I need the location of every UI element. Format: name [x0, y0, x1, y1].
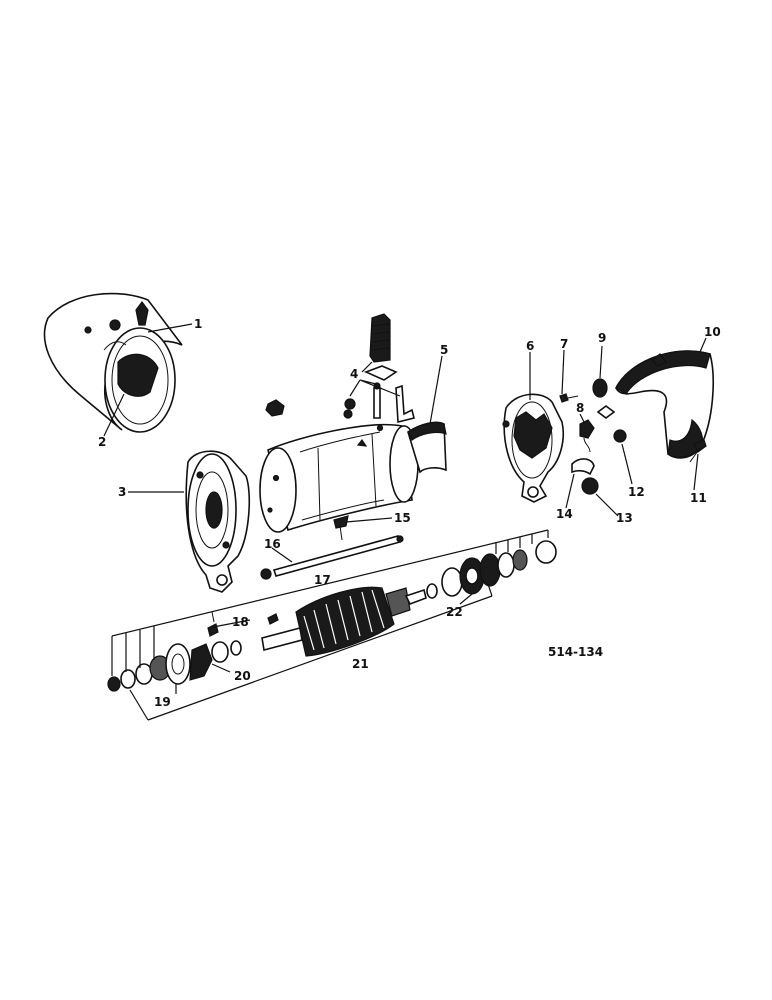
- callout-20: 20: [234, 669, 251, 683]
- callout-1: 1: [194, 317, 202, 331]
- part-through-bolts: [260, 535, 404, 580]
- part-brush-hardware: [559, 378, 627, 495]
- callout-7: 7: [560, 337, 568, 351]
- part-terminal-stud-assembly: [343, 313, 415, 424]
- callout-2: 2: [98, 435, 106, 449]
- part-field-frame: [259, 423, 419, 533]
- callout-19: 19: [154, 695, 171, 709]
- part-cover-band: [615, 350, 714, 459]
- part-armature: [261, 586, 427, 657]
- part-commutator-end-head: [502, 393, 564, 503]
- part-drive-end-frame: [185, 450, 251, 593]
- part-field-cover: [43, 292, 183, 433]
- callout-17: 17: [314, 573, 331, 587]
- callout-3: 3: [118, 485, 126, 499]
- drawing-code: 514-134: [548, 645, 603, 659]
- callout-10: 10: [704, 325, 721, 339]
- leader-lines: [103, 323, 707, 721]
- callout-5: 5: [440, 343, 448, 357]
- callout-14: 14: [556, 507, 573, 521]
- part-insulator: [407, 421, 447, 474]
- callout-22: 22: [446, 605, 463, 619]
- part-bearing-washer-stack: [426, 540, 557, 599]
- callout-13: 13: [616, 511, 633, 525]
- part-band-screw: [689, 439, 707, 463]
- part-end-hardware: [107, 611, 279, 692]
- part-small-nut: [265, 399, 285, 417]
- callout-4: 4: [350, 367, 358, 381]
- callout-8: 8: [576, 401, 584, 415]
- callout-labels: 1 2 3 4 5 6 7 8 9 10 11 12 13 14 15 16 1…: [98, 317, 721, 709]
- part-terminal-screw: [333, 515, 349, 541]
- callout-15: 15: [394, 511, 411, 525]
- callout-11: 11: [690, 491, 707, 505]
- callout-18: 18: [232, 615, 249, 629]
- callout-9: 9: [598, 331, 606, 345]
- callout-16: 16: [264, 537, 281, 551]
- callout-6: 6: [526, 339, 534, 353]
- callout-21: 21: [352, 657, 369, 671]
- callout-12: 12: [628, 485, 645, 499]
